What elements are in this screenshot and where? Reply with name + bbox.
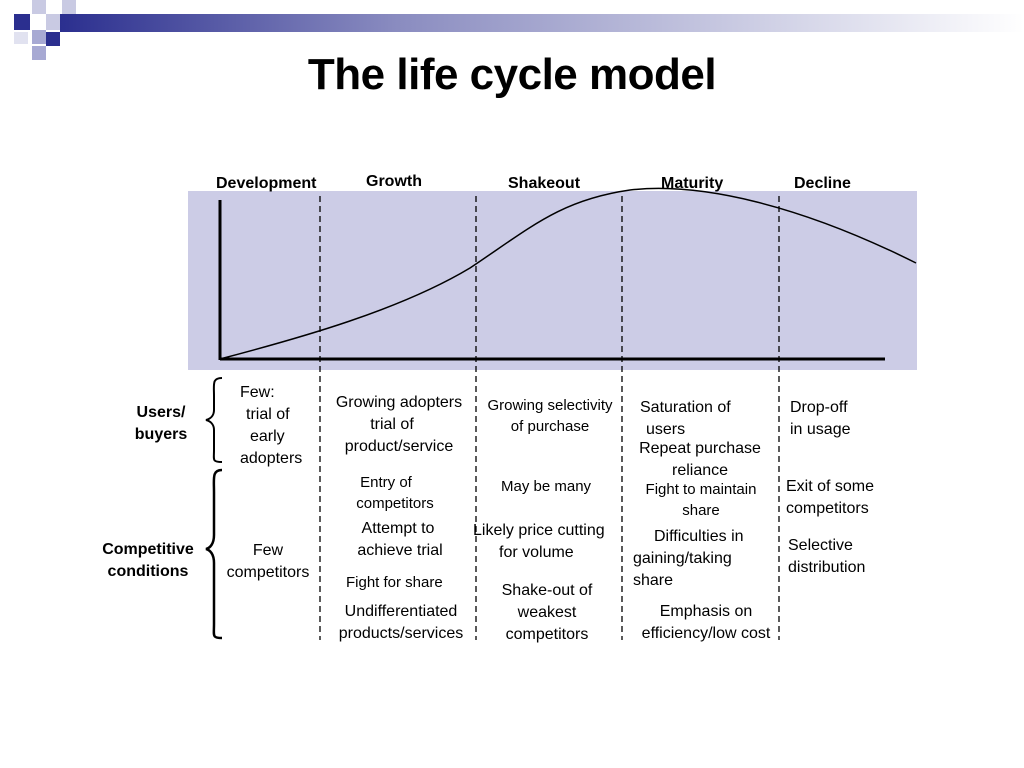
growth-entry-cell: Entry of competitors [356,474,434,512]
maturity-difficulties-cell: Difficulties in gaining/taking share [633,528,744,589]
stage-shakeout: Shakeout [508,175,581,192]
shakeout-many-cell: May be many [501,478,592,495]
stage-development: Development [216,175,317,192]
stage-growth: Growth [366,173,422,190]
banner-gradient-bar [60,14,1024,32]
chart-background [188,191,917,370]
banner-square-dark [14,14,30,30]
row-label-competitive: Competitive conditions [102,541,194,580]
users-brace [205,377,223,463]
header-banner [14,0,1024,60]
decline-exit-cell: Exit of some competitors [786,478,875,517]
maturity-saturation-cell: Saturation of users [640,399,731,438]
competitive-brace [205,468,223,640]
dev-users-cell: Few: trial of early adopters [240,384,303,467]
maturity-repeat-cell: Repeat purchase reliance [639,440,761,479]
shakeout-users-cell: Growing selectivity of purchase [487,397,613,435]
growth-fight-cell: Fight for share [346,574,443,591]
banner-square-light [46,14,60,30]
banner-square-dark [46,32,60,46]
banner-square-pale [14,32,28,44]
row-label-users: Users/ buyers [134,404,188,443]
growth-undifferentiated-cell: Undifferentiated products/services [338,603,464,642]
banner-square-mid [32,46,46,60]
stage-maturity: Maturity [661,175,724,192]
maturity-fight-cell: Fight to maintain share [645,481,757,519]
stage-decline: Decline [794,175,851,192]
decline-selective-cell: Selective distribution [788,537,866,576]
decline-users-cell: Drop-off in usage [790,399,851,438]
banner-square-mid [32,30,46,44]
life-cycle-curve [219,187,917,360]
slide-title: The life cycle model [307,50,717,99]
growth-attempt-cell: Attempt to achieve trial [357,520,443,559]
banner-square-light [62,0,76,14]
maturity-emphasis-cell: Emphasis on efficiency/low cost [641,603,771,642]
growth-users-cell: Growing adopters trial of product/servic… [335,394,463,455]
banner-square-light [32,0,46,14]
shakeout-price-cell: Likely price cutting for volume [473,522,605,561]
dev-competition-cell: Few competitors [226,542,310,581]
shakeout-out-cell: Shake-out of weakest competitors [501,582,593,643]
